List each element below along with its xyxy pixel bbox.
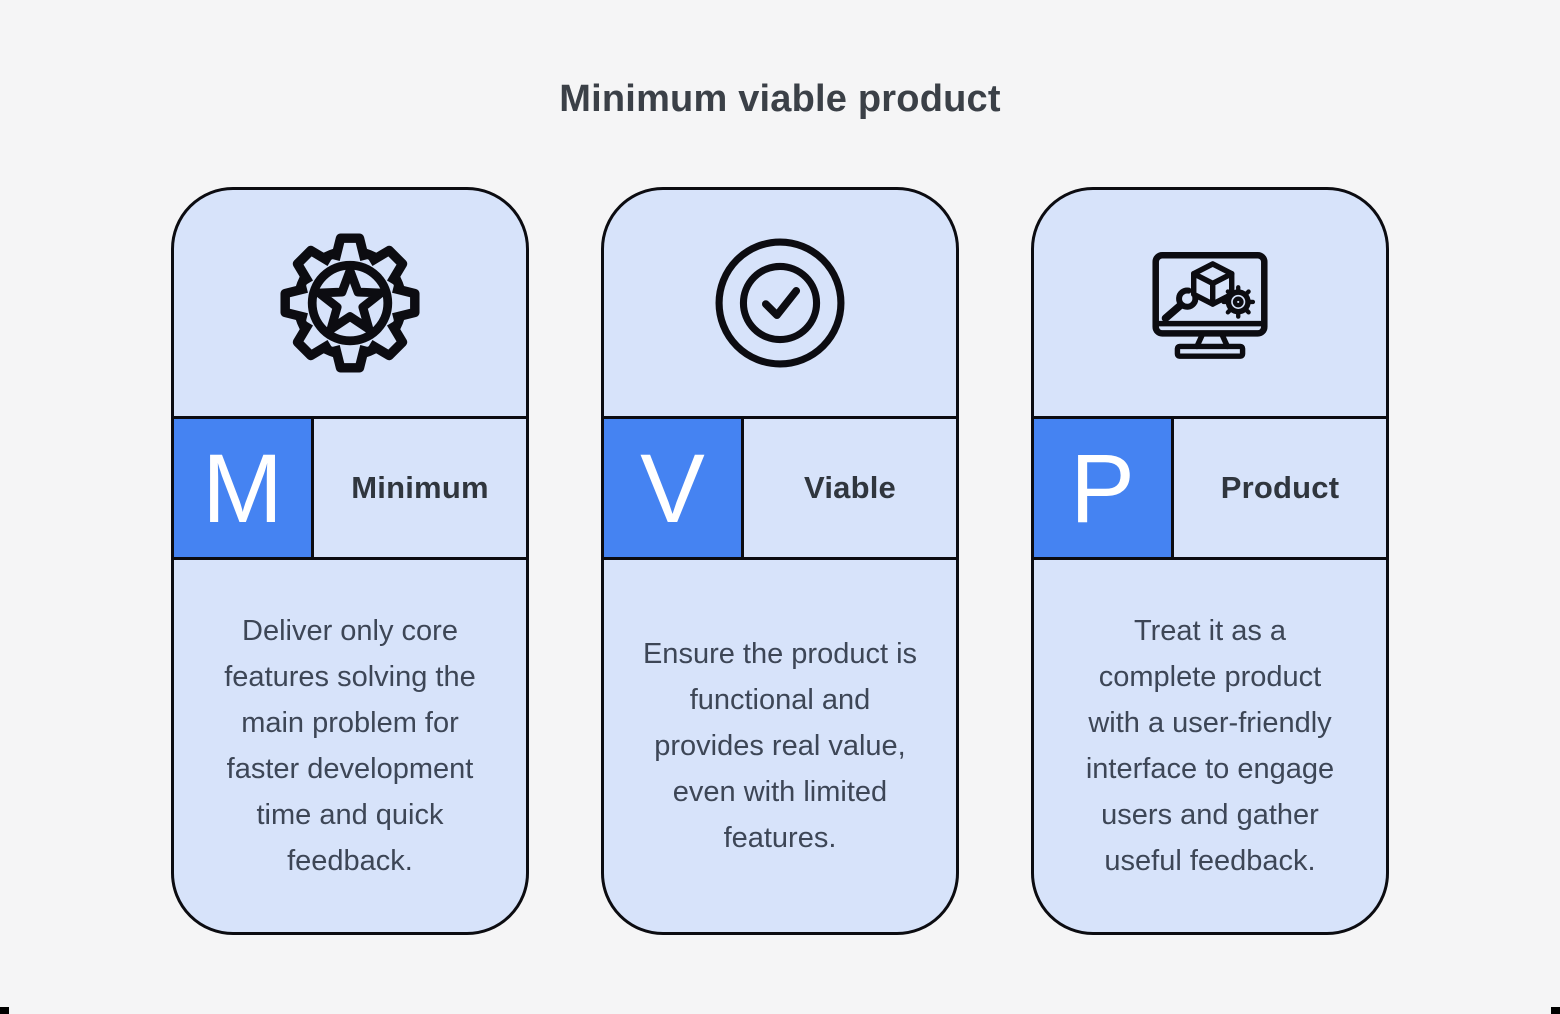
check-circle-icon	[715, 238, 845, 368]
card-viable: V Viable Ensure the product is functiona…	[601, 187, 959, 935]
letter-row: P Product	[1034, 419, 1386, 560]
letter-row: V Viable	[604, 419, 956, 560]
card-description-viable: Ensure the product is functional and pro…	[604, 560, 956, 932]
mvp-infographic: Minimum viable product	[0, 78, 1560, 1014]
card-product: P Product Treat it as a complete product…	[1031, 187, 1389, 935]
card-minimum: M Minimum Deliver only core features sol…	[171, 187, 529, 935]
term-label-product: Product	[1174, 419, 1386, 557]
letter-text: P	[1070, 433, 1135, 543]
letter-badge-v: V	[604, 419, 744, 557]
term-text: Viable	[804, 470, 896, 505]
icon-box-product	[1034, 190, 1386, 419]
letter-badge-m: M	[174, 419, 314, 557]
letter-badge-p: P	[1034, 419, 1174, 557]
page-title: Minimum viable product	[559, 78, 1001, 120]
letter-row: M Minimum	[174, 419, 526, 560]
description-text: Treat it as a complete product with a us…	[1085, 615, 1335, 877]
letter-text: V	[640, 433, 705, 543]
corner-mark-left	[0, 1007, 9, 1014]
term-text: Minimum	[351, 470, 489, 505]
letter-text: M	[202, 433, 283, 543]
gear-star-icon	[280, 233, 420, 373]
icon-box-minimum	[174, 190, 526, 419]
card-description-product: Treat it as a complete product with a us…	[1034, 560, 1386, 932]
cards-row: M Minimum Deliver only core features sol…	[0, 187, 1560, 935]
card-description-minimum: Deliver only core features solving the m…	[174, 560, 526, 932]
description-text: Deliver only core features solving the m…	[224, 615, 476, 877]
description-text: Ensure the product is functional and pro…	[642, 638, 918, 854]
term-label-minimum: Minimum	[314, 419, 526, 557]
icon-box-viable	[604, 190, 956, 419]
term-label-viable: Viable	[744, 419, 956, 557]
term-text: Product	[1220, 470, 1340, 505]
corner-mark-right	[1551, 1007, 1560, 1014]
monitor-build-icon	[1152, 251, 1268, 359]
